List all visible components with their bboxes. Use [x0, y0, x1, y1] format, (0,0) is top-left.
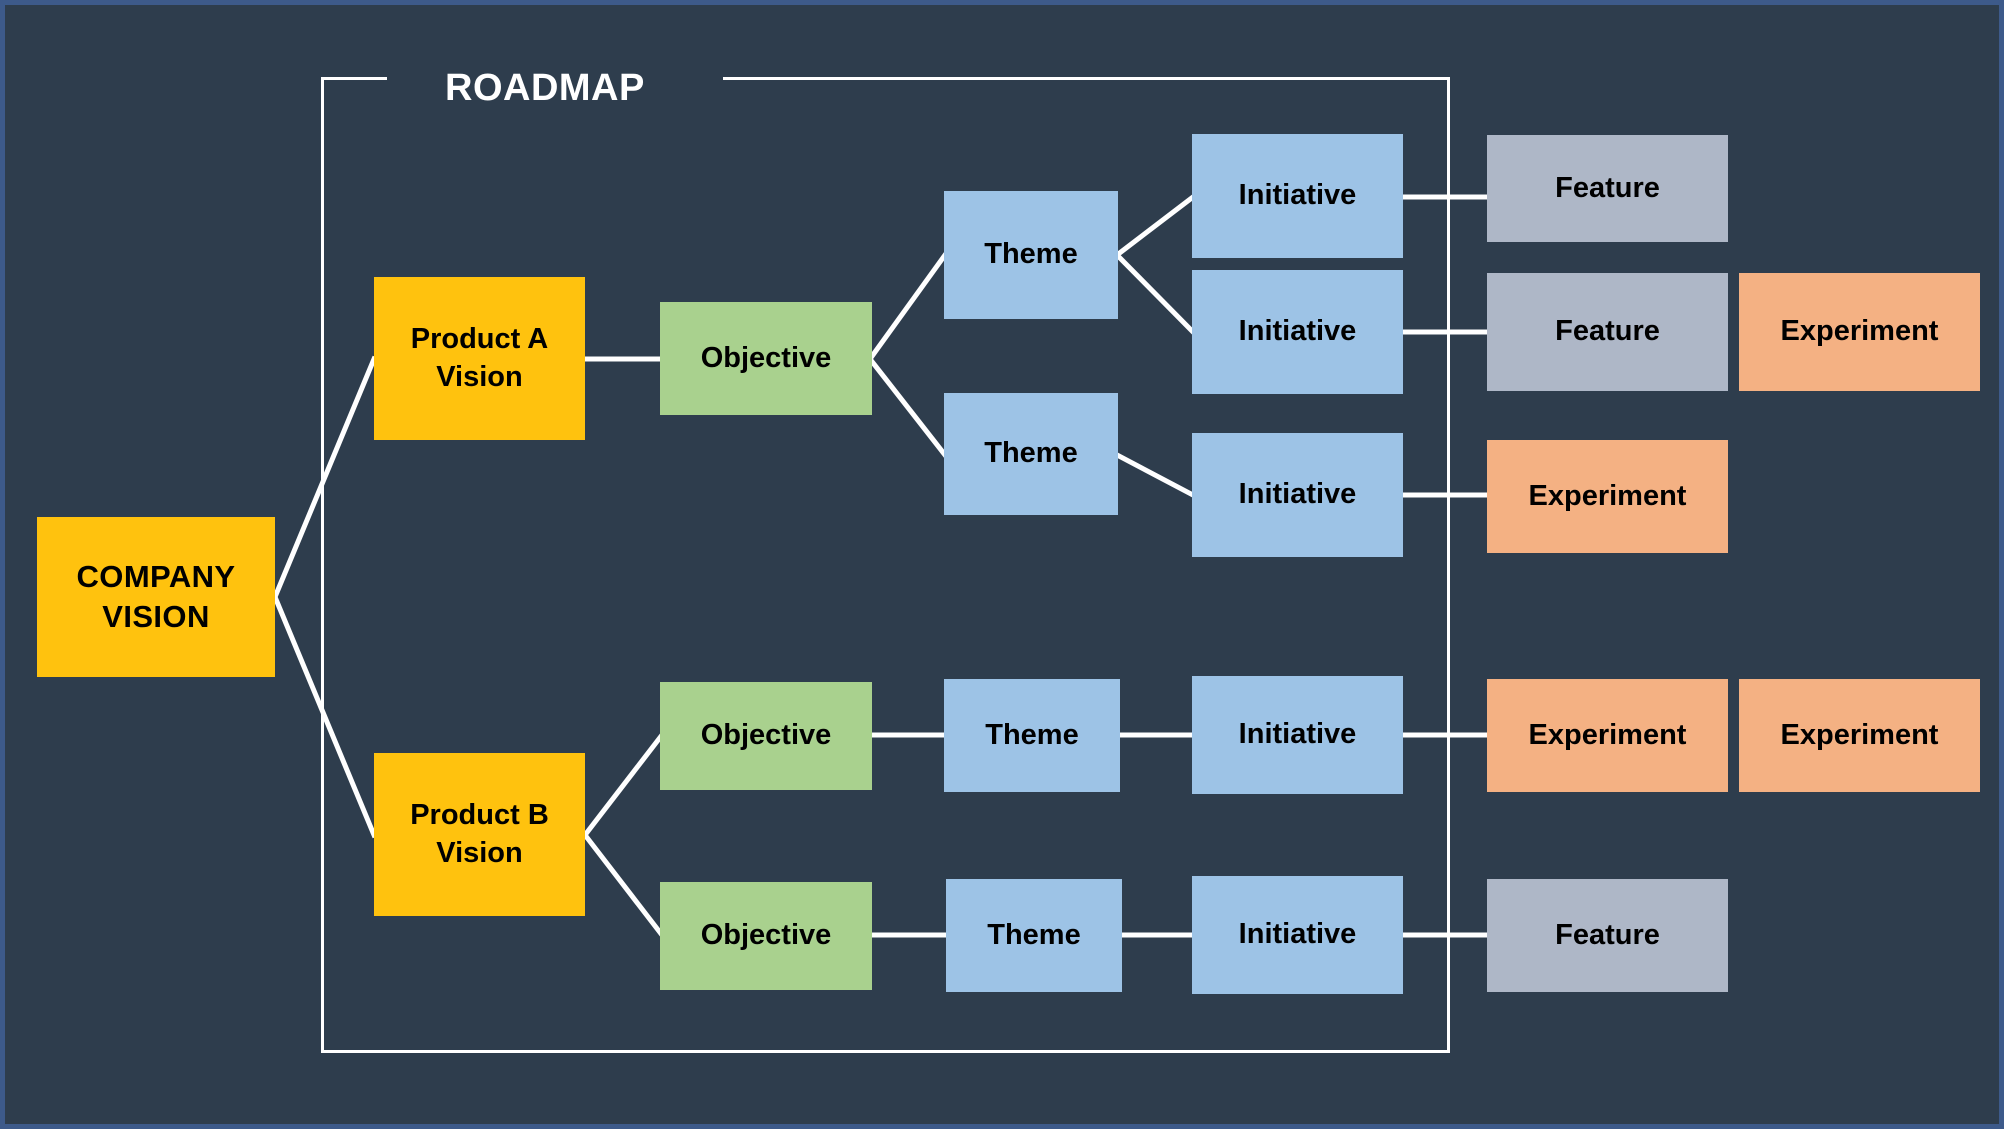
node-objective-a1[interactable]: Objective: [660, 302, 872, 415]
node-product-a-vision[interactable]: Product A Vision: [374, 277, 585, 440]
roadmap-frame-left: [321, 77, 324, 1053]
roadmap-frame-top-right: [723, 77, 1450, 80]
connector-theme-a2-to-initiative-a3: [1113, 451, 1197, 499]
node-experiment-b1[interactable]: Experiment: [1487, 679, 1728, 792]
node-feature-b1[interactable]: Feature: [1487, 879, 1728, 992]
connector-theme-a1-to-initiative-a2: [1113, 251, 1197, 336]
connector-product-b-to-objective-b1: [581, 731, 666, 839]
connector-theme-a1-to-initiative-a1: [1113, 193, 1197, 259]
node-experiment-b2[interactable]: Experiment: [1739, 679, 1980, 792]
connector-company-to-product-b: [271, 593, 378, 839]
node-experiment-a1[interactable]: Experiment: [1739, 273, 1980, 391]
node-experiment-a2[interactable]: Experiment: [1487, 440, 1728, 553]
node-product-b-vision[interactable]: Product B Vision: [374, 753, 585, 916]
connector-objective-a1-to-theme-a2: [866, 355, 949, 459]
node-theme-b1[interactable]: Theme: [944, 679, 1120, 792]
connector-product-b-to-objective-b2: [581, 831, 666, 939]
node-company-vision[interactable]: COMPANY VISION: [37, 517, 275, 677]
roadmap-frame-right: [1447, 77, 1450, 1053]
node-objective-b1[interactable]: Objective: [660, 682, 872, 790]
roadmap-label: ROADMAP: [445, 67, 645, 109]
node-feature-a1[interactable]: Feature: [1487, 135, 1728, 242]
roadmap-frame-top-left: [321, 77, 387, 80]
node-theme-a1[interactable]: Theme: [944, 191, 1118, 319]
node-theme-b2[interactable]: Theme: [946, 879, 1122, 992]
node-objective-b2[interactable]: Objective: [660, 882, 872, 990]
node-initiative-a1[interactable]: Initiative: [1192, 134, 1403, 258]
connector-objective-a1-to-theme-a1: [866, 251, 949, 363]
node-initiative-b2[interactable]: Initiative: [1192, 876, 1403, 994]
node-initiative-b1[interactable]: Initiative: [1192, 676, 1403, 794]
node-feature-a2[interactable]: Feature: [1487, 273, 1728, 391]
roadmap-frame-bottom: [321, 1050, 1450, 1053]
connector-company-to-product-a: [271, 355, 378, 601]
node-theme-a2[interactable]: Theme: [944, 393, 1118, 515]
node-initiative-a2[interactable]: Initiative: [1192, 270, 1403, 394]
node-initiative-a3[interactable]: Initiative: [1192, 433, 1403, 557]
